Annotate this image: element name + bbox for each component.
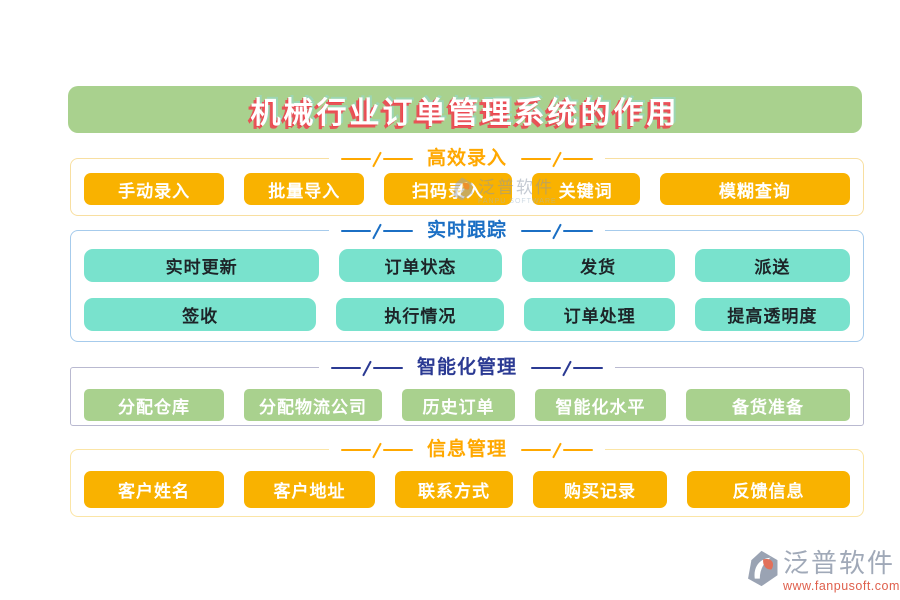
fanpu-logo-icon — [748, 550, 778, 587]
feature-chip: 客户地址 — [244, 471, 375, 508]
section-realtime-tracking: 实时跟踪 实时更新 订单状态 发货 派送 签收 执行情况 订单处理 提高透明度 — [70, 218, 864, 342]
feature-chip: 分配仓库 — [84, 389, 224, 421]
feature-chip: 关键词 — [531, 173, 640, 205]
button-row: 分配仓库 分配物流公司 历史订单 智能化水平 备货准备 — [84, 389, 850, 421]
feature-chip: 派送 — [694, 249, 850, 282]
feature-chip: 历史订单 — [402, 389, 515, 421]
feature-chip: 手动录入 — [84, 173, 225, 205]
feature-chip: 签收 — [84, 298, 317, 331]
feature-chip: 订单状态 — [339, 249, 502, 282]
feature-chip: 提高透明度 — [694, 298, 850, 331]
feature-chip: 智能化水平 — [535, 389, 666, 421]
section-legend: 智能化管理 — [318, 355, 616, 381]
section-efficient-entry: 高效录入 手动录入 批量导入 扫码录入 关键词 模糊查询 — [70, 146, 864, 216]
feature-chip: 实时更新 — [84, 249, 320, 282]
legend-deco-left-icon — [340, 442, 413, 459]
footer-url: www.fanpusoft.com — [783, 579, 900, 593]
section-title: 信息管理 — [426, 439, 508, 460]
section-information-management: 信息管理 客户姓名 客户地址 联系方式 购买记录 反馈信息 — [70, 437, 864, 517]
feature-chip: 联系方式 — [395, 471, 513, 508]
feature-chip: 订单处理 — [524, 298, 675, 331]
button-row: 客户姓名 客户地址 联系方式 购买记录 反馈信息 — [84, 471, 850, 508]
section-legend: 实时跟踪 — [328, 218, 606, 244]
feature-chip: 备货准备 — [686, 389, 850, 421]
section-legend: 高效录入 — [328, 146, 606, 172]
legend-deco-right-icon — [531, 360, 604, 377]
feature-chip: 执行情况 — [336, 298, 505, 331]
legend-deco-left-icon — [330, 360, 403, 377]
button-row: 手动录入 批量导入 扫码录入 关键词 模糊查询 — [84, 173, 850, 205]
footer-brand-name: 泛普软件 — [783, 549, 896, 578]
feature-chip: 扫码录入 — [384, 173, 512, 205]
legend-deco-right-icon — [521, 151, 594, 168]
section-title: 实时跟踪 — [426, 220, 508, 241]
button-row: 签收 执行情况 订单处理 提高透明度 — [84, 298, 850, 331]
section-intelligent-management: 智能化管理 分配仓库 分配物流公司 历史订单 智能化水平 备货准备 — [70, 355, 864, 426]
section-title: 智能化管理 — [416, 357, 518, 378]
feature-chip: 客户姓名 — [84, 471, 224, 508]
feature-chip: 模糊查询 — [659, 173, 850, 205]
feature-chip: 发货 — [521, 249, 675, 282]
footer-brand: 泛普软件 www.fanpusoft.com — [743, 550, 900, 593]
legend-deco-left-icon — [340, 223, 413, 240]
feature-chip: 批量导入 — [244, 173, 365, 205]
section-title: 高效录入 — [426, 148, 508, 169]
feature-chip: 购买记录 — [533, 471, 667, 508]
button-row: 实时更新 订单状态 发货 派送 — [84, 249, 850, 282]
legend-deco-right-icon — [521, 442, 594, 459]
section-legend: 信息管理 — [328, 437, 606, 463]
feature-chip: 反馈信息 — [687, 471, 850, 508]
page-title: 机械行业订单管理系统的作用 — [68, 86, 862, 133]
legend-deco-right-icon — [521, 223, 594, 240]
legend-deco-left-icon — [340, 151, 413, 168]
feature-chip: 分配物流公司 — [244, 389, 382, 421]
